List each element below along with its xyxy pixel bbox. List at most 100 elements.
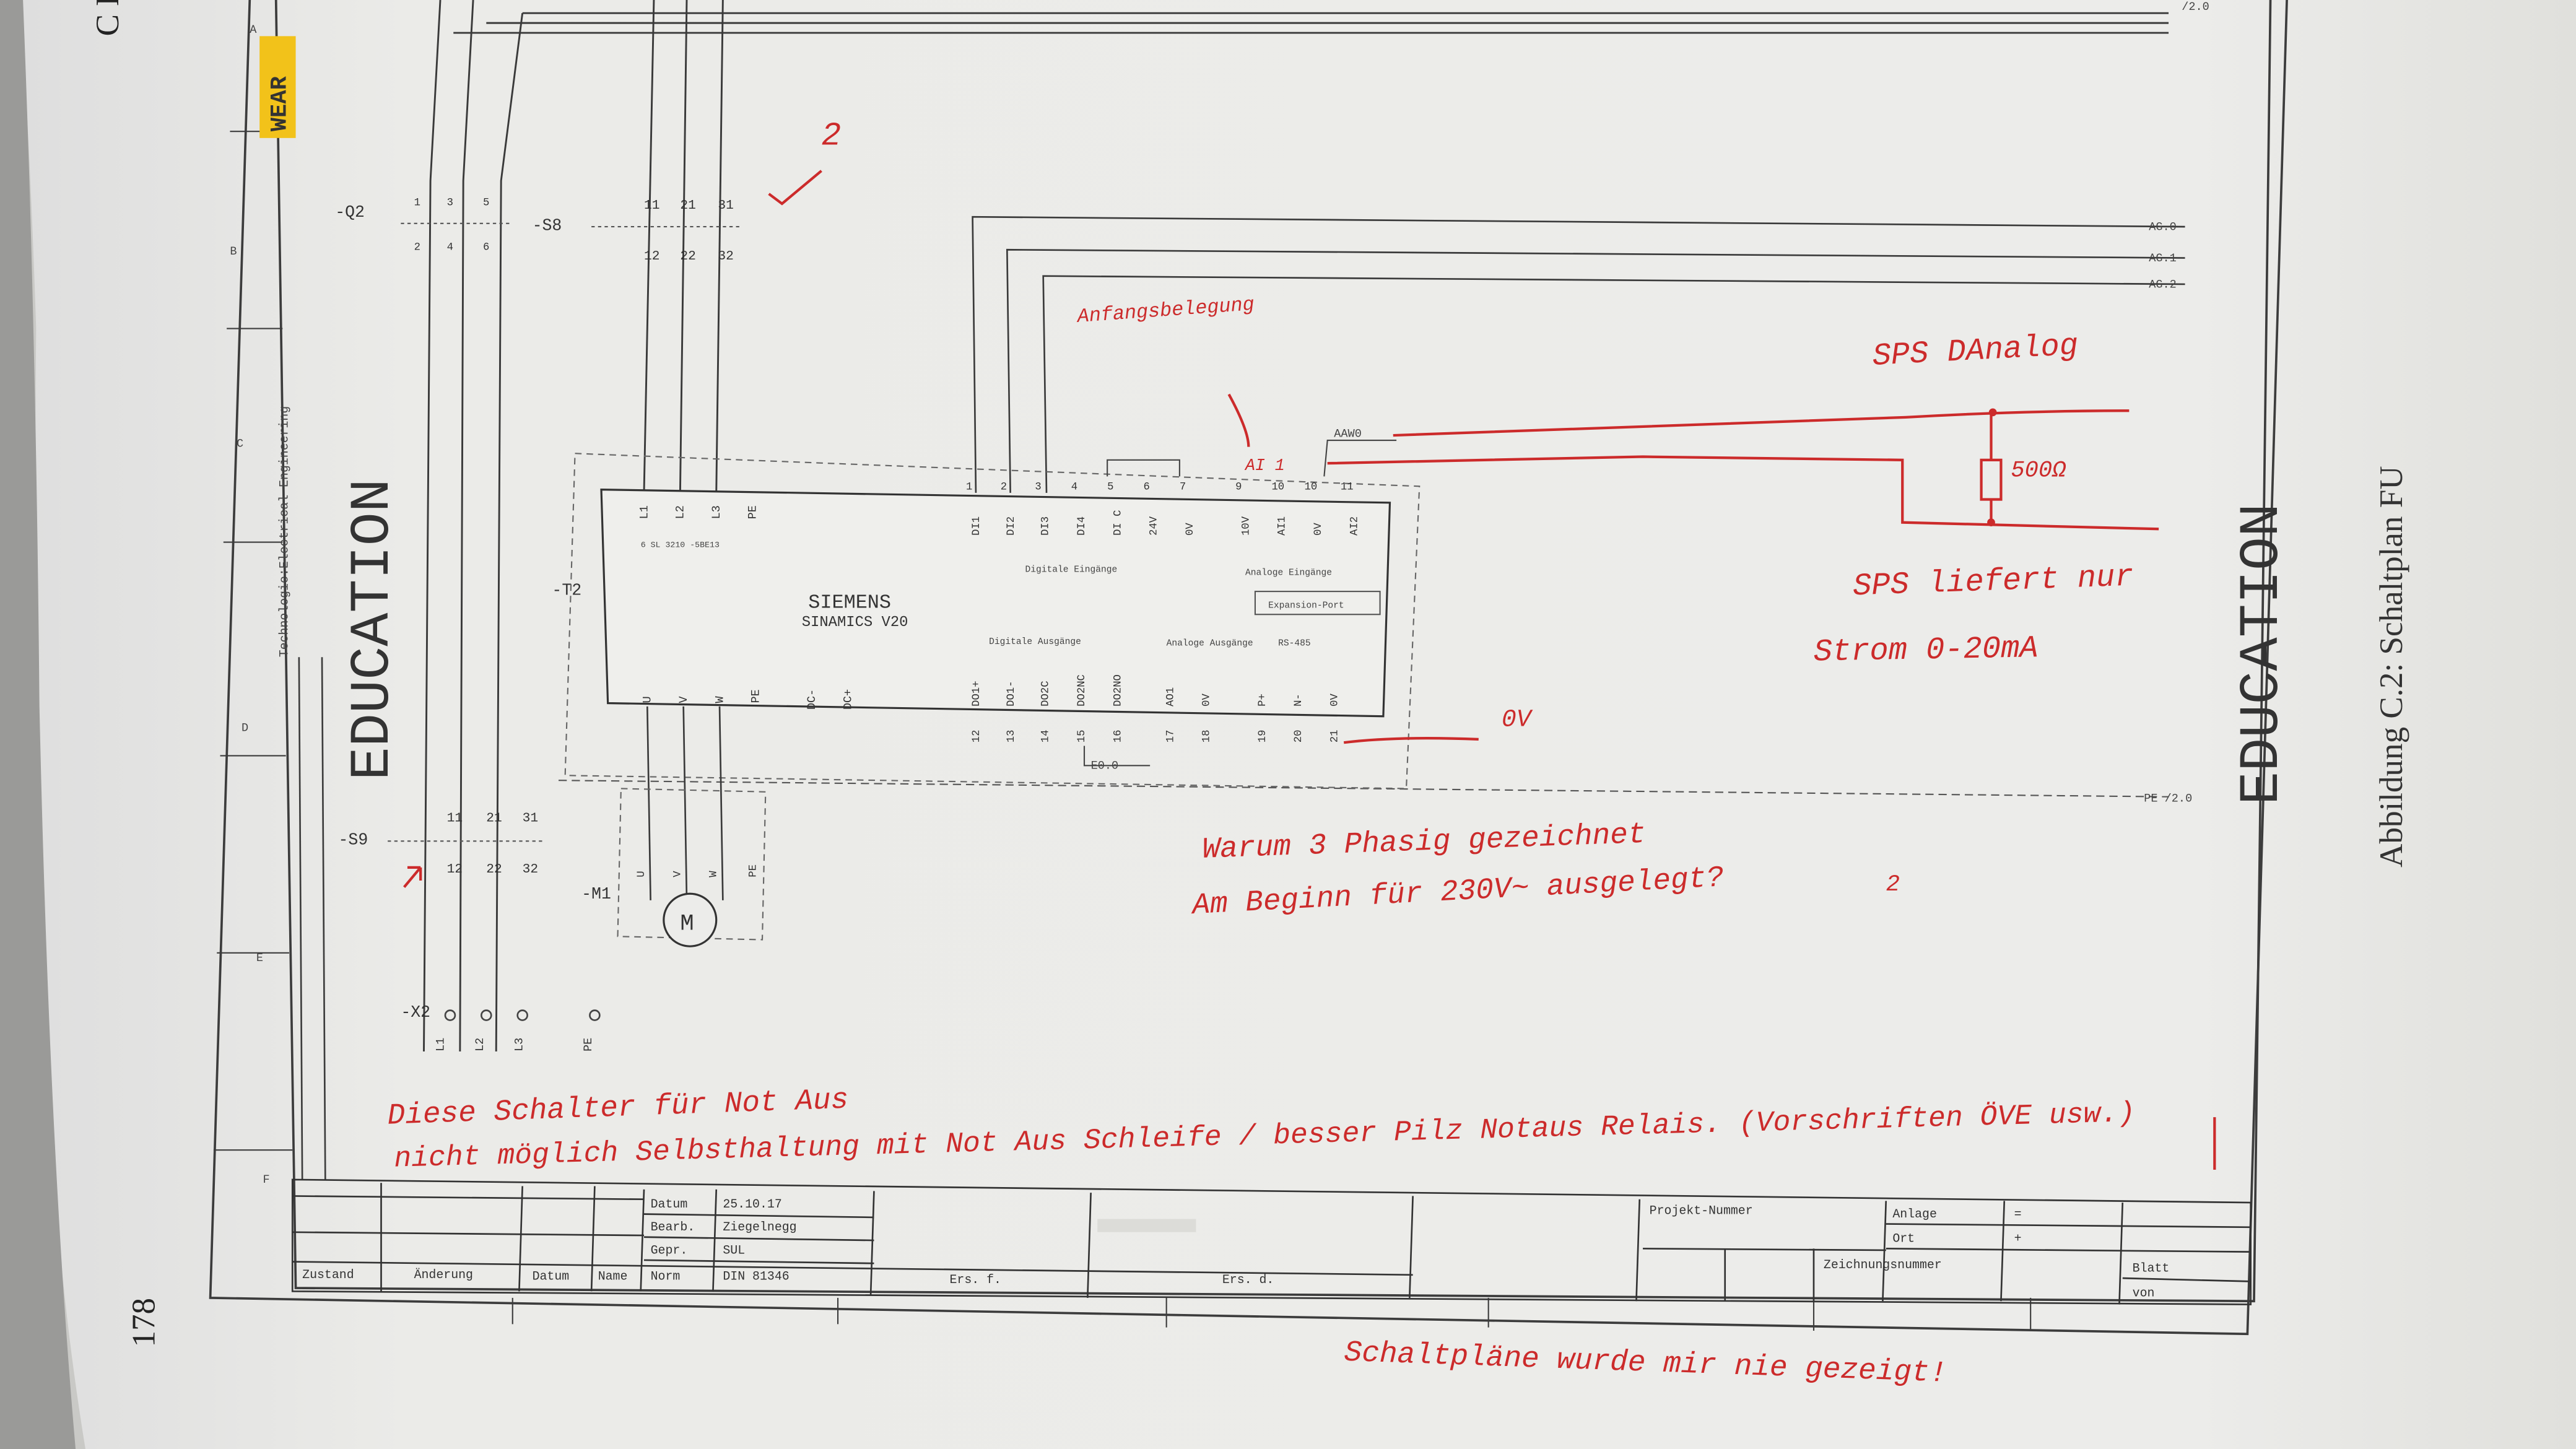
svg-text:0V: 0V [1313, 523, 1325, 536]
svg-text:DO1-: DO1- [1006, 681, 1017, 706]
svg-text:10: 10 [1271, 482, 1284, 494]
svg-text:D: D [242, 722, 248, 735]
svg-text:14: 14 [1040, 729, 1052, 742]
svg-text:L2: L2 [674, 505, 687, 519]
svg-text:Datum: Datum [651, 1197, 688, 1211]
svg-text:21: 21 [680, 198, 695, 213]
drive-power-terminals: L1 L2 L3 PE [638, 505, 759, 519]
svg-text:5: 5 [483, 198, 489, 209]
q2-contacts: 1 3 5 2 4 6 [414, 198, 490, 254]
label-digitale-eingaenge: Digitale Eingänge [1025, 565, 1118, 575]
drive-input-labels: DI1 DI2 DI3 DI4 DI C 24V 0V 10V AI1 0V A… [971, 510, 1360, 536]
red-node-2 [1987, 518, 1995, 527]
note-ai1: AI 1 [1244, 456, 1285, 475]
svg-text:Ers. d.: Ers. d. [1222, 1273, 1274, 1287]
figure-caption: Abbildung C.2: Schaltplan FU [2374, 466, 2409, 867]
svg-text:24V: 24V [1149, 516, 1160, 536]
motor-terminal-labels: U V W PE [636, 864, 759, 877]
svg-text:0V: 0V [1329, 693, 1341, 706]
label-digitale-ausgaenge: Digitale Ausgänge [989, 637, 1081, 647]
svg-text:P+: P+ [1257, 694, 1269, 707]
ref-t2: -T2 [552, 581, 581, 599]
svg-text:WEAR: WEAR [268, 76, 294, 131]
frame-ticks [213, 131, 2032, 1331]
svg-text:Zustand: Zustand [302, 1268, 354, 1282]
drive-brand: SIEMENS [808, 592, 891, 614]
drive-output-numbers: 12 13 14 15 16 17 18 19 20 21 [971, 729, 1341, 742]
svg-text:Name: Name [598, 1269, 628, 1284]
svg-text:L1: L1 [638, 505, 651, 519]
motor-outline [617, 788, 767, 941]
svg-text:19: 19 [1257, 729, 1269, 742]
svg-text:N-: N- [1293, 694, 1305, 707]
svg-text:Datum: Datum [533, 1269, 570, 1284]
svg-text:17: 17 [1165, 729, 1177, 742]
ref-top: /2.0 [2182, 1, 2209, 14]
motor-symbol [663, 892, 718, 947]
frame-inner [274, 0, 2272, 1303]
svg-text:4: 4 [447, 242, 453, 253]
svg-text:15: 15 [1076, 729, 1088, 742]
label-analoge-eingaenge: Analoge Eingänge [1245, 568, 1332, 578]
svg-text:U: U [636, 871, 648, 877]
ref-m1: -M1 [581, 885, 611, 903]
svg-text:Bearb.: Bearb. [651, 1220, 695, 1234]
logo: WEAR [259, 36, 296, 138]
svg-text:12: 12 [971, 729, 983, 742]
title-block [291, 1178, 2252, 1305]
svg-text:4: 4 [1071, 482, 1077, 494]
svg-text:25.10.17: 25.10.17 [723, 1197, 781, 1211]
svg-text:DI1: DI1 [971, 516, 983, 536]
svg-text:22: 22 [486, 862, 502, 877]
svg-text:AI2: AI2 [1349, 516, 1360, 536]
x2-circles [444, 1009, 601, 1021]
mark-2: 2 [822, 117, 842, 154]
svg-text:Blatt: Blatt [2133, 1261, 2170, 1275]
svg-text:12: 12 [447, 862, 463, 877]
svg-text:L1: L1 [434, 1038, 447, 1051]
note-strom: Strom 0-20mA [1813, 631, 2039, 670]
wires-s8 [643, 0, 724, 493]
e00-wire [1083, 746, 1151, 767]
svg-text:3: 3 [447, 198, 453, 209]
dic-bridge [1107, 459, 1180, 477]
svg-text:+: + [2014, 1232, 2022, 1246]
label-expansion: Expansion-Port [1268, 601, 1344, 611]
svg-text:PE: PE [747, 864, 759, 877]
svg-text:31: 31 [523, 811, 538, 826]
svg-text:22: 22 [680, 249, 695, 264]
svg-text:PE: PE [582, 1038, 595, 1051]
wires-power [423, 0, 2169, 1051]
ref-ag2: AG.2 [2149, 278, 2177, 291]
education-left: EDUCATION [342, 479, 405, 780]
note-0v: 0V [1502, 706, 1533, 734]
svg-text:32: 32 [523, 862, 538, 877]
svg-text:Norm: Norm [651, 1269, 681, 1284]
svg-text:18: 18 [1201, 729, 1213, 742]
wires-ag [972, 215, 2185, 493]
svg-text:0V: 0V [1185, 523, 1196, 536]
svg-text:Änderung: Änderung [414, 1268, 473, 1282]
svg-text:PE: PE [746, 505, 759, 519]
svg-text:Zeichnungsnummer: Zeichnungsnummer [1824, 1258, 1942, 1272]
red-ink-lines [403, 170, 2216, 1170]
ref-s8: -S8 [533, 216, 562, 235]
s8-contacts: 11 21 31 12 22 32 [644, 198, 734, 264]
note-warum-mark: 2 [1886, 872, 1900, 898]
svg-text:F: F [263, 1173, 269, 1186]
svg-text:11: 11 [644, 198, 659, 213]
svg-text:V: V [672, 871, 684, 877]
svg-text:DO1+: DO1+ [971, 681, 983, 706]
company-line: Technologie:Electrical Engineering [277, 406, 291, 658]
svg-text:DO2NO: DO2NO [1112, 674, 1124, 707]
svg-text:DI4: DI4 [1076, 516, 1088, 536]
ref-ag0: AG.0 [2149, 220, 2177, 233]
svg-text:L2: L2 [474, 1038, 487, 1051]
drive-output-labels: DO1+ DO1- DO2C DO2NC DO2NO AO1 0V P+ N- … [971, 674, 1341, 707]
svg-text:20: 20 [1293, 729, 1305, 742]
page-shadow [0, 0, 76, 1449]
svg-text:L3: L3 [513, 1038, 526, 1051]
ref-x2: -X2 [401, 1003, 430, 1022]
svg-text:von: von [2133, 1286, 2155, 1300]
